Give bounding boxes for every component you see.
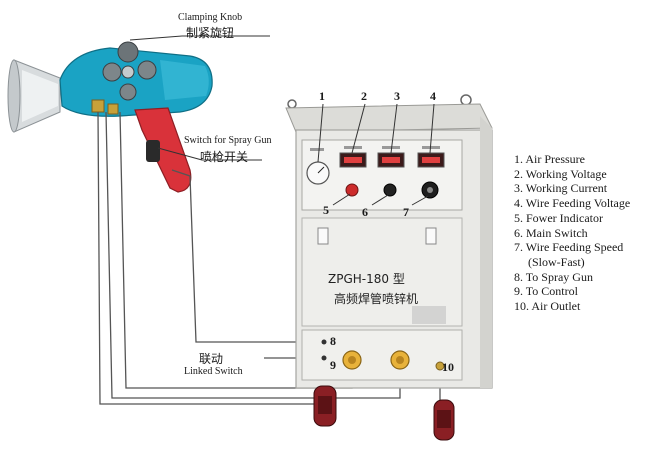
- callout-lines: [317, 103, 435, 206]
- callout-4: 4: [430, 89, 436, 103]
- welding-machine: [285, 94, 493, 441]
- callout-8: 8: [330, 334, 336, 348]
- spray-gun-switch-label-en: Switch for Spray Gun: [184, 135, 272, 146]
- legend-item: 6. Main Switch: [514, 225, 588, 240]
- gun-leader-lines: [129, 35, 270, 161]
- callout-10: 10: [442, 360, 454, 374]
- legend-item: 8. To Spray Gun: [514, 269, 593, 284]
- legend-item: 9. To Control: [514, 284, 578, 299]
- linked-switch-label-en: Linked Switch: [184, 366, 243, 377]
- legend-item: (Slow-Fast): [528, 254, 585, 269]
- machine-name-cn: 高频焊管喷锌机: [334, 292, 419, 306]
- machine-model: ZPGH-180 型: [328, 272, 405, 286]
- legend-item: 2. Working Voltage: [514, 166, 607, 181]
- legend-item: 10. Air Outlet: [514, 299, 581, 314]
- callout-3: 3: [394, 89, 400, 103]
- callout-2: 2: [361, 89, 367, 103]
- callout-5: 5: [323, 203, 329, 217]
- legend-item: 5. Fower Indicator: [514, 210, 603, 225]
- clamping-knob-label-en: Clamping Knob: [178, 12, 243, 23]
- callout-6: 6: [362, 205, 368, 219]
- spray-gun: [7, 41, 213, 193]
- callout-1: 1: [319, 89, 325, 103]
- callout-9: 9: [330, 358, 336, 372]
- spray-gun-switch-label-cn: 喷枪开关: [200, 150, 249, 164]
- clamping-knob-label-cn: 制紧旋钮: [186, 26, 235, 40]
- legend-item: 3. Working Current: [514, 181, 608, 196]
- legend: 1. Air Pressure 2. Working Voltage 3. Wo…: [514, 152, 630, 314]
- linked-switch-label-cn: 联动: [199, 352, 224, 366]
- legend-item: 4. Wire Feeding Voltage: [514, 196, 631, 211]
- callout-7: 7: [403, 205, 409, 219]
- legend-item: 1. Air Pressure: [514, 152, 585, 166]
- legend-item: 7. Wire Feeding Speed: [514, 240, 624, 255]
